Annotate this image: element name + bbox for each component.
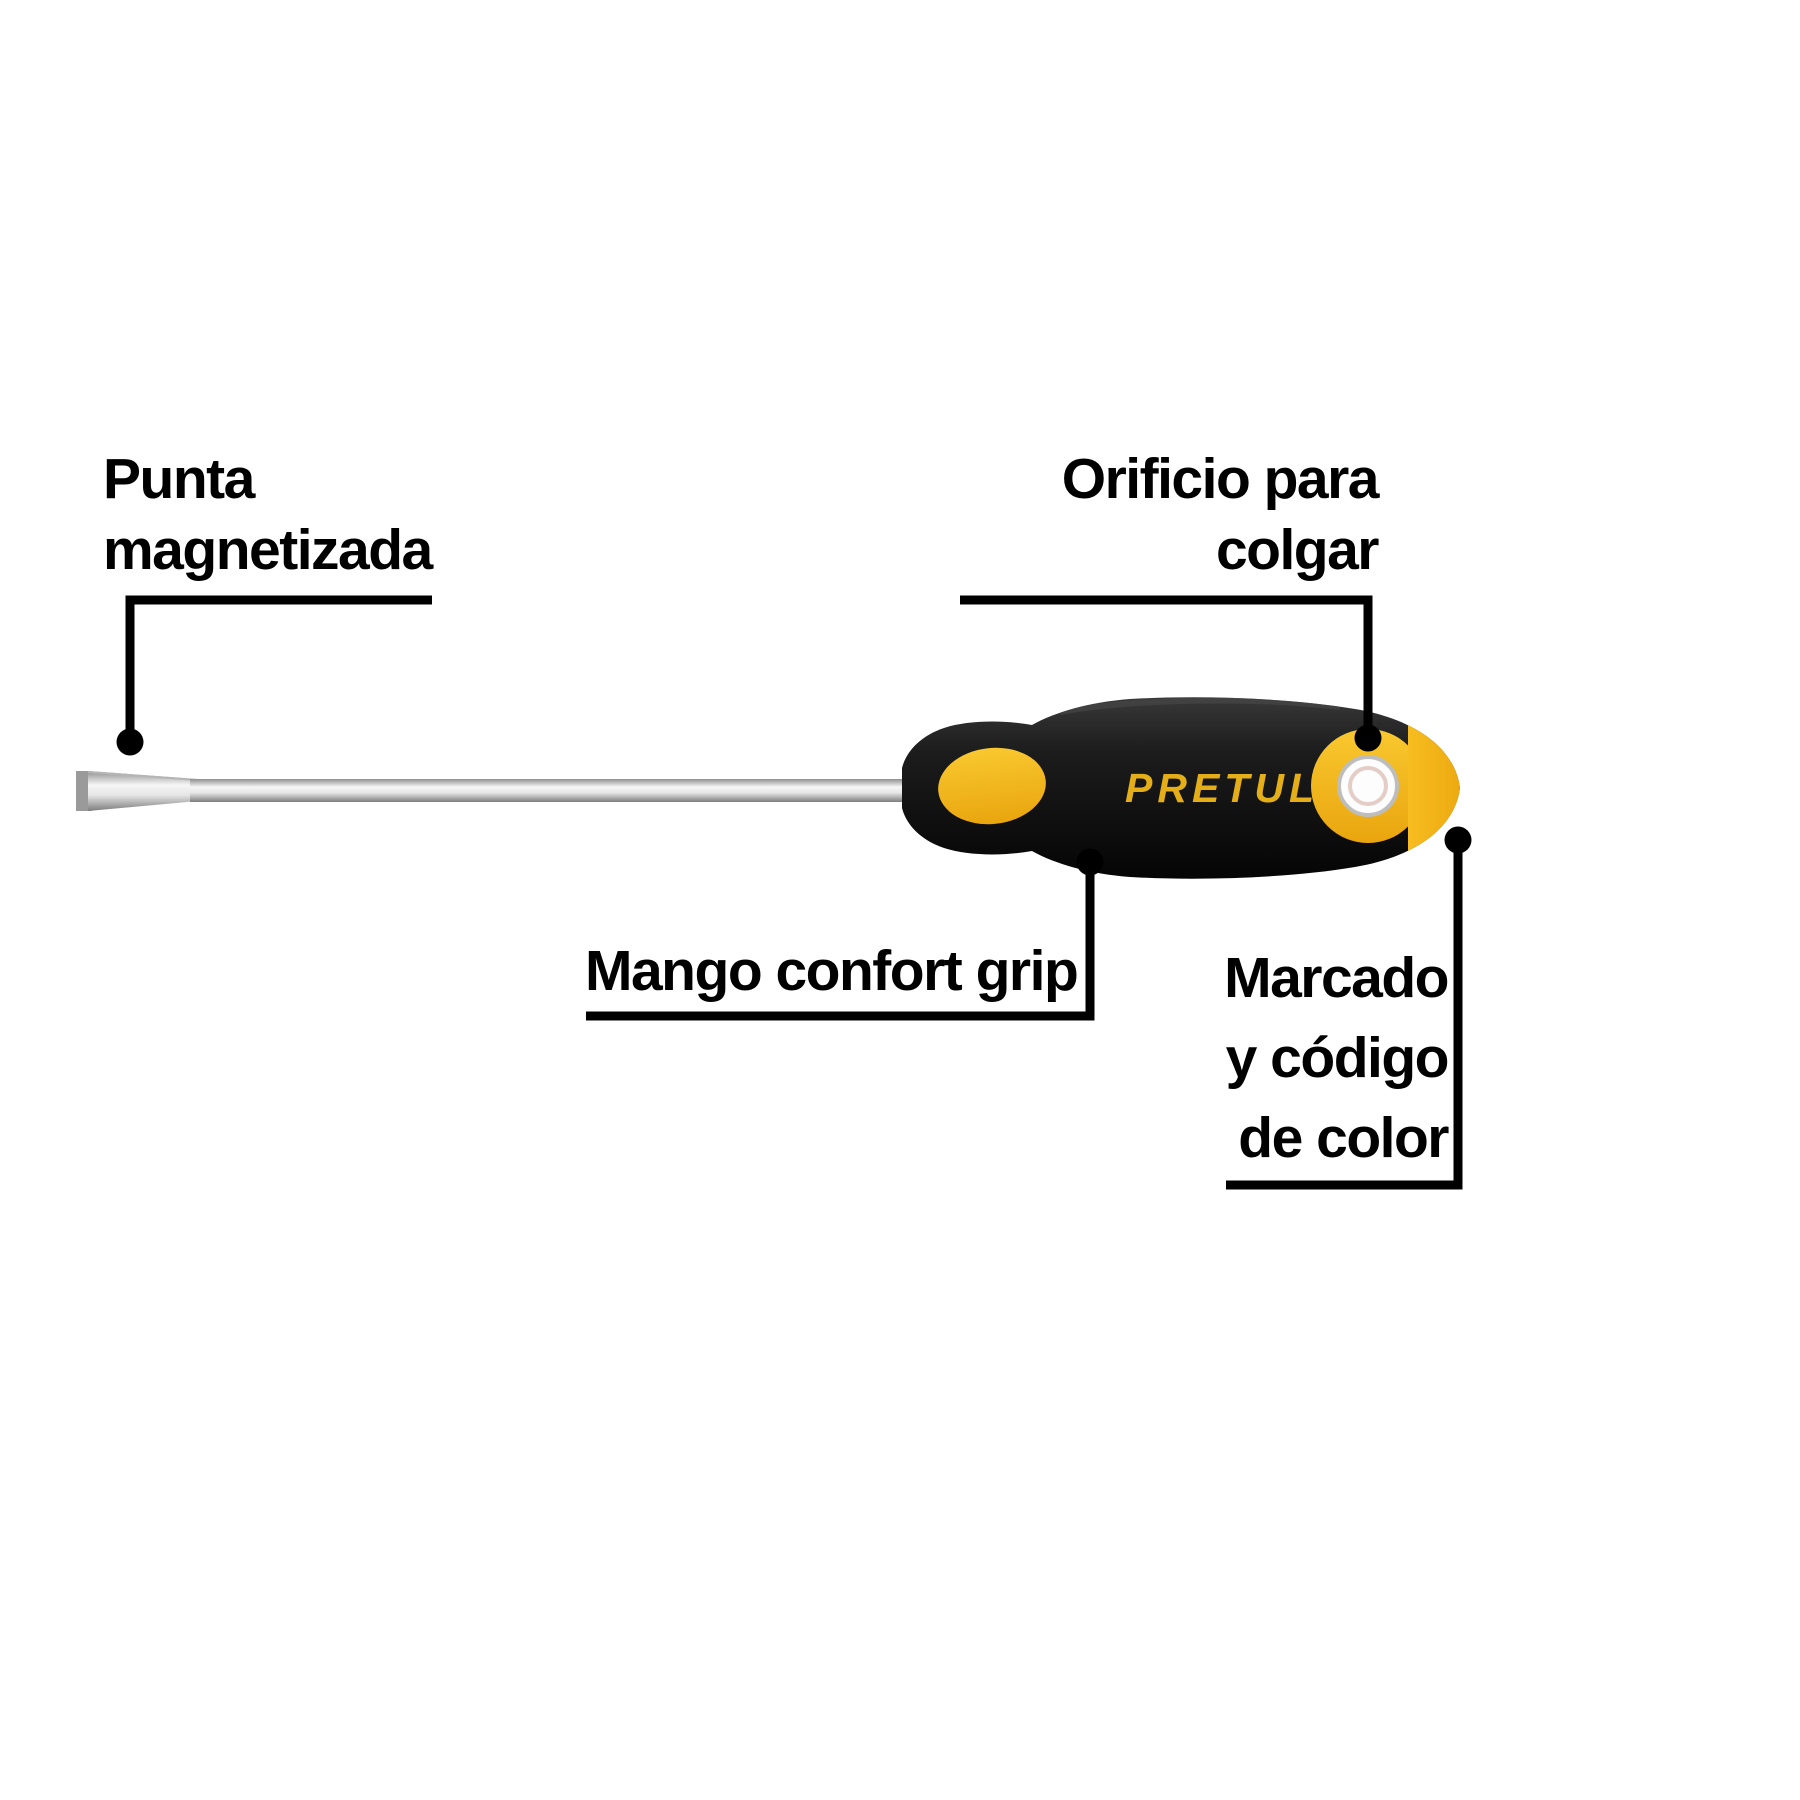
label-orificio-line2: colgar xyxy=(1215,518,1380,582)
hanging-hole xyxy=(1337,755,1399,817)
label-mango-line1: Mango confort grip xyxy=(585,939,1079,1003)
callout-line-orificio xyxy=(960,595,1373,730)
label-punta-magnetizada: Punta magnetizada xyxy=(103,444,433,586)
label-punta-line1: Punta xyxy=(103,447,255,511)
label-marcado-codigo-color: Marcado y código de color xyxy=(1224,938,1450,1178)
callout-dot-orificio xyxy=(1354,724,1382,752)
label-orificio-para-colgar: Orificio para colgar xyxy=(1061,444,1380,586)
label-orificio-line1: Orificio para xyxy=(1061,447,1380,511)
callout-dot-mango xyxy=(1076,848,1104,876)
label-mango-confort-grip: Mango confort grip xyxy=(585,936,1079,1007)
shaft xyxy=(190,779,920,802)
callout-line-marcado xyxy=(1226,848,1463,1190)
callout-lines xyxy=(125,595,1463,1190)
label-punta-line2: magnetizada xyxy=(103,518,433,582)
brand-logo: PRETUL xyxy=(1125,765,1319,811)
label-marcado-line1: Marcado xyxy=(1224,946,1449,1010)
handle-highlight xyxy=(1059,697,1341,715)
color-code-end-cap xyxy=(1408,697,1460,879)
callout-dot-punta xyxy=(116,728,144,756)
magnetized-tip xyxy=(76,771,199,811)
grip-yellow-inlay xyxy=(938,747,1046,825)
handle xyxy=(902,697,1460,879)
label-marcado-line2: y código xyxy=(1225,1026,1450,1090)
blade xyxy=(88,771,198,811)
callout-line-mango xyxy=(586,872,1095,1021)
callout-line-punta xyxy=(125,595,432,736)
label-marcado-line3: de color xyxy=(1238,1106,1449,1170)
callout-dots xyxy=(116,724,1472,876)
callout-dot-marcado xyxy=(1444,826,1472,854)
